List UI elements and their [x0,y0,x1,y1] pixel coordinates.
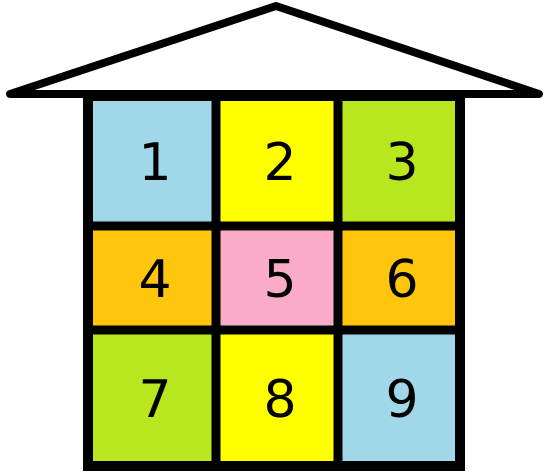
number-grid: 1 2 3 4 5 6 7 8 9 [88,96,460,466]
grid-cell-8 [216,330,338,466]
cell-number-6: 6 [385,250,418,310]
grid-lines [83,91,465,471]
cell-number-1: 1 [138,133,171,193]
grid-cell-5 [216,226,338,330]
cell-number-8: 8 [263,370,296,430]
cell-number-7: 7 [138,370,171,430]
cell-number-2: 2 [263,133,296,193]
cell-number-5: 5 [263,250,296,310]
grid-cell-3 [338,96,460,226]
grid-cell-9 [338,330,460,466]
grid-cell-4 [88,226,216,330]
cell-number-4: 4 [138,250,171,310]
grid-cell-6 [338,226,460,330]
grid-cell-1 [88,96,216,226]
roof [6,2,543,98]
grid-cell-7 [88,330,216,466]
grid-cell-2 [216,96,338,226]
cell-number-9: 9 [385,370,418,430]
cell-number-3: 3 [385,133,418,193]
